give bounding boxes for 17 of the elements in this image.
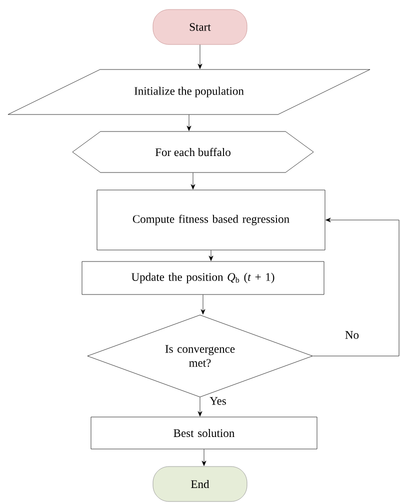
arrow bbox=[190, 172, 196, 190]
arrow bbox=[312, 218, 400, 356]
arrow bbox=[202, 449, 206, 466]
process-box: Update the position Q$_{b}$ (t + 1) bbox=[82, 261, 324, 295]
arrow bbox=[198, 44, 202, 69]
edge-label: Yes bbox=[208, 396, 228, 406]
terminal-box: Start bbox=[152, 9, 248, 45]
terminal-box: End bbox=[152, 466, 248, 502]
edge-label: No bbox=[344, 330, 360, 340]
process-box: Compute fitness based regression bbox=[96, 190, 326, 250]
arrow bbox=[198, 397, 202, 416]
arrow bbox=[208, 250, 214, 261]
input-parallelogram: Initialize the population bbox=[8, 69, 370, 115]
arrow bbox=[200, 294, 206, 314]
process-box: Best solution bbox=[90, 416, 318, 450]
loop-hexagon: For each buffalo bbox=[72, 131, 314, 173]
arrow bbox=[186, 114, 192, 131]
